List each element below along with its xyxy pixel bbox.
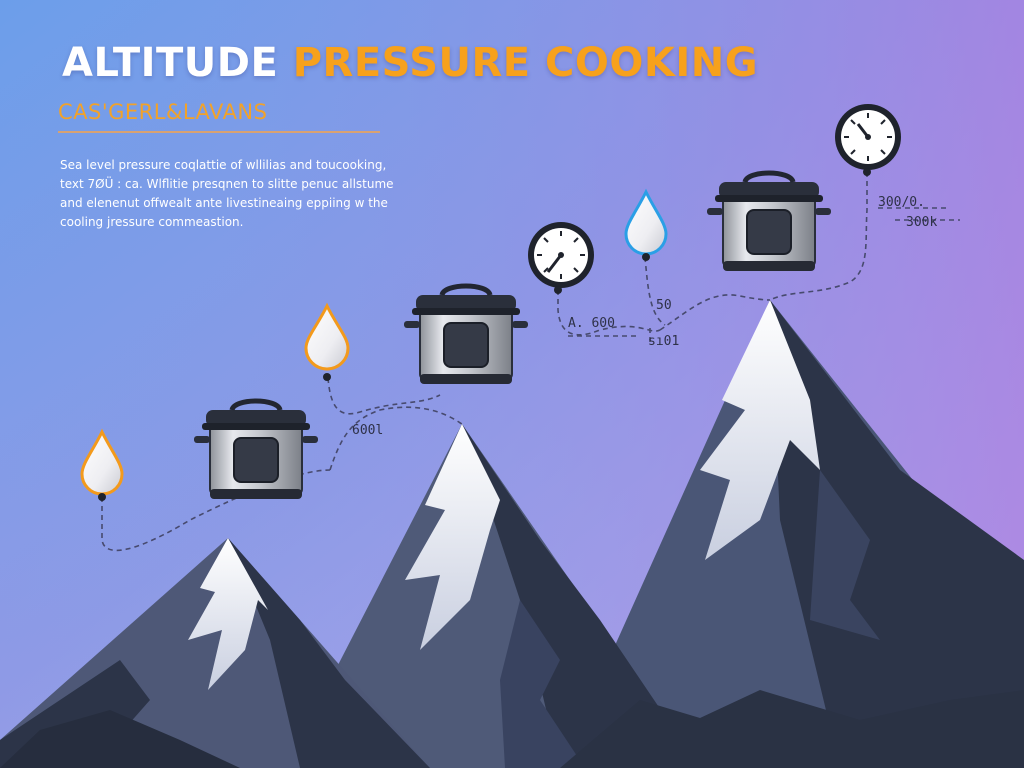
pressure-cooker-icon-high [707,173,831,271]
subtitle: CAS'GERL&LAVANS [58,100,268,124]
page-title: ALTITUDE PRESSURE COOKING [62,40,758,86]
description-text: Sea level pressure coqlattie of wllilias… [60,156,394,232]
drop-blue-high [624,188,668,261]
drop-orange-low [80,428,124,501]
pressure-gauge-icon-mid [527,221,595,294]
title-part-1: ALTITUDE [62,40,279,86]
label-low: 600l [352,423,383,438]
label-mid-bottom: sı01 [648,334,679,349]
mountain-range [0,300,1024,768]
connector-lines [101,172,960,552]
description-line: text 7ØÜ : ca. Wlflitie presqnen to slit… [60,177,394,191]
drop-orange-mid [304,302,350,381]
description-line: and elenenut offwealt ante livestineaing… [60,196,388,210]
label-high-bottom: 300k [906,215,937,230]
subtitle-divider [58,131,380,133]
label-mid-top: 50 [656,298,672,313]
description-line: cooling jressure commeastion. [60,215,244,229]
pressure-cooker-icon-low [194,401,318,499]
label-high-top: 300/0. [878,195,925,210]
title-part-2: PRESSURE COOKING [292,40,759,86]
mountain-high [560,300,1024,768]
label-mid: A. 600 [568,316,615,331]
description-line: Sea level pressure coqlattie of wllilias… [60,158,387,172]
pressure-cooker-icon-mid [404,286,528,384]
pressure-gauge-icon-high [834,103,902,176]
mountain-mid [285,424,700,768]
